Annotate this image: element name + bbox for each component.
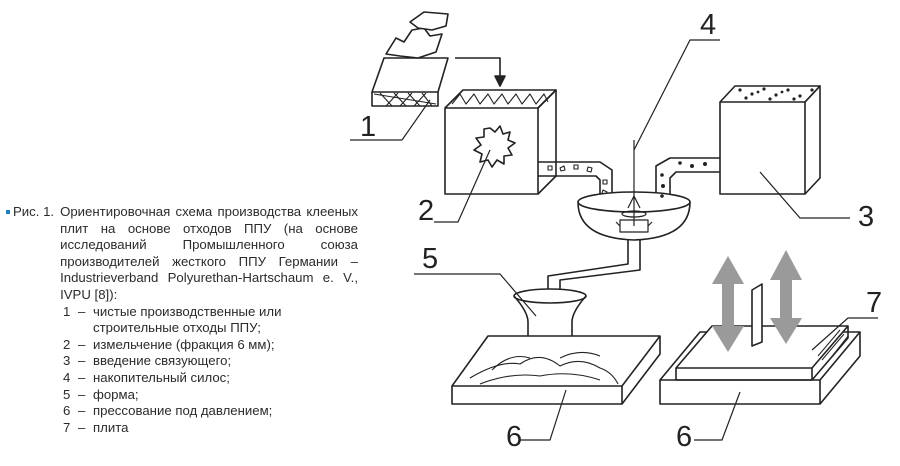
- label-5: 5: [422, 243, 438, 275]
- legend-text: форма;: [93, 386, 139, 402]
- legend-item: 1–чистые производственные или строительн…: [63, 304, 358, 337]
- binder-box: [719, 85, 821, 195]
- legend-number: 4: [63, 369, 71, 385]
- caption-header: Рис. 1. Ориентировочная схема производст…: [6, 204, 358, 304]
- legend-text: чистые производственные или строительные…: [93, 303, 282, 336]
- label-1: 1: [360, 111, 376, 143]
- mold-tray: [451, 335, 661, 405]
- legend-text: плита: [93, 419, 129, 435]
- storage-silo: [577, 140, 691, 241]
- legend-dash: –: [78, 353, 86, 369]
- legend-dash: –: [78, 303, 86, 319]
- legend-number: 2: [63, 336, 71, 352]
- leader-lines: [350, 39, 878, 441]
- label-3: 3: [858, 201, 874, 233]
- process-diagram: 1 2 3 4 5 6 6 7: [350, 9, 882, 453]
- legend-item: 4–накопительный силос;: [63, 370, 358, 387]
- label-7: 7: [866, 287, 882, 319]
- legend-text: измельчение (фракция 6 мм);: [93, 336, 275, 352]
- crusher-box: [444, 89, 557, 195]
- legend-text: прессование под давлением;: [93, 403, 273, 419]
- legend-dash: –: [78, 336, 86, 352]
- legend-dash: –: [78, 419, 86, 435]
- feed-arrow: [455, 57, 501, 80]
- legend-item: 7–плита: [63, 420, 358, 437]
- label-2: 2: [418, 195, 434, 227]
- press-ram: [751, 283, 763, 347]
- legend-text: введение связующего;: [93, 353, 232, 369]
- legend-text: накопительный силос;: [93, 369, 230, 385]
- silo-outlet-pipe: [547, 240, 641, 292]
- label-6-left: 6: [506, 421, 522, 453]
- figure-label: Рис. 1.: [13, 204, 55, 219]
- conveyor-crusher-silo: [538, 161, 613, 200]
- figure-caption: Рис. 1. Ориентировочная схема производст…: [6, 204, 358, 436]
- caption-bullet-icon: [6, 210, 10, 214]
- press-arrows: [712, 250, 802, 352]
- legend-item: 6–прессование под давлением;: [63, 403, 358, 420]
- label-6-right: 6: [676, 421, 692, 453]
- legend-number: 7: [63, 419, 71, 435]
- legend-item: 5–форма;: [63, 387, 358, 404]
- legend-dash: –: [78, 386, 86, 402]
- legend-number: 3: [63, 353, 71, 369]
- legend-number: 1: [63, 303, 71, 319]
- legend-dash: –: [78, 403, 86, 419]
- foam-waste-slabs: [371, 11, 449, 107]
- legend-number: 6: [63, 403, 71, 419]
- legend-list: 1–чистые производственные или строительн…: [6, 304, 358, 437]
- legend-dash: –: [78, 369, 86, 385]
- label-4: 4: [700, 9, 716, 41]
- conveyor-binder-silo: [655, 157, 720, 200]
- legend-number: 5: [63, 386, 71, 402]
- legend-item: 2–измельчение (фракция 6 мм);: [63, 337, 358, 354]
- legend-item: 3–введение связующего;: [63, 353, 358, 370]
- binder-dots: [660, 87, 814, 198]
- caption-title: Ориентировочная схема производства клеен…: [60, 204, 358, 302]
